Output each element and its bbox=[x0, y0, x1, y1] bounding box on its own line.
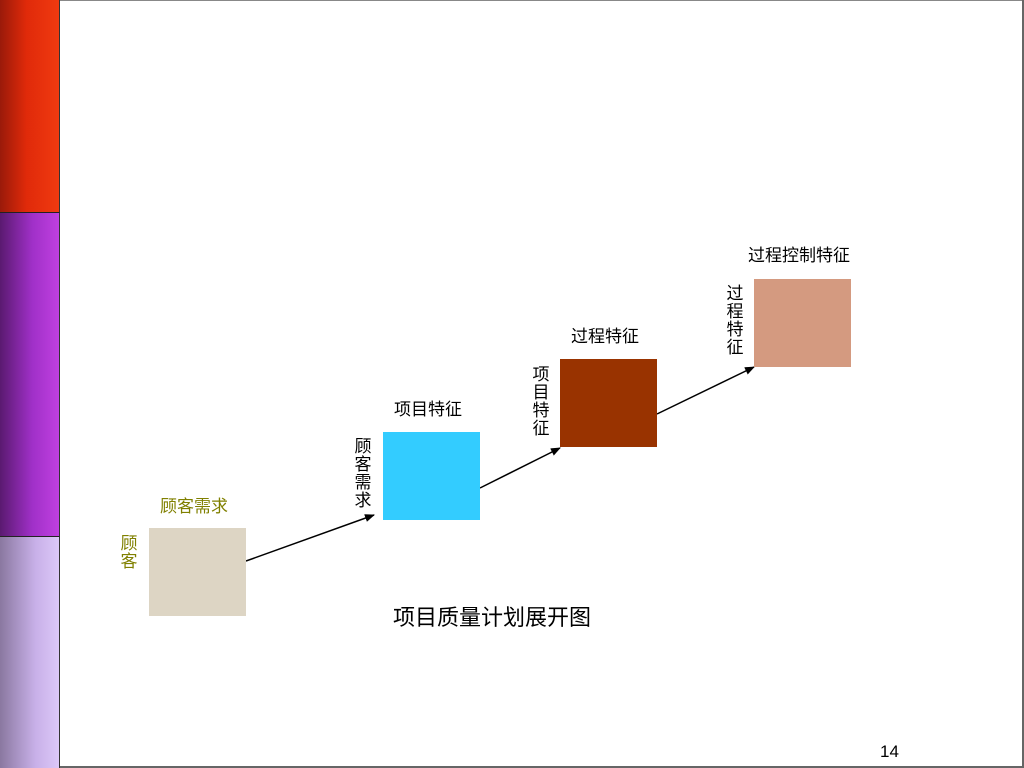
sidebar-band-purple bbox=[0, 213, 60, 537]
process-control-side-label: 过程特征 bbox=[726, 284, 744, 358]
process-control-top-label: 过程控制特征 bbox=[748, 246, 850, 266]
arrow-process-to-control bbox=[656, 366, 755, 415]
customer-top-label: 顾客需求 bbox=[160, 497, 228, 517]
page-number: 14 bbox=[880, 742, 899, 761]
arrow-project-to-process bbox=[479, 447, 561, 489]
sidebar-band-lavender bbox=[0, 537, 60, 768]
process-control-box bbox=[754, 279, 851, 367]
project-side-label: 顾客需求 bbox=[354, 437, 372, 511]
customer-box bbox=[149, 528, 246, 616]
slide-frame-top bbox=[60, 0, 1024, 1]
arrow-customer-to-project bbox=[245, 514, 375, 562]
process-side-label: 项目特征 bbox=[532, 365, 550, 439]
sidebar-band-red bbox=[0, 0, 60, 213]
project-top-label: 项目特征 bbox=[394, 400, 462, 420]
process-top-label: 过程特征 bbox=[571, 327, 639, 347]
project-box bbox=[383, 432, 480, 520]
customer-side-label: 顾客 bbox=[120, 534, 138, 572]
process-box bbox=[560, 359, 657, 447]
diagram-caption: 项目质量计划展开图 bbox=[393, 606, 592, 631]
slide-frame-bottom bbox=[60, 766, 1024, 768]
slide-frame-right bbox=[1022, 0, 1024, 768]
